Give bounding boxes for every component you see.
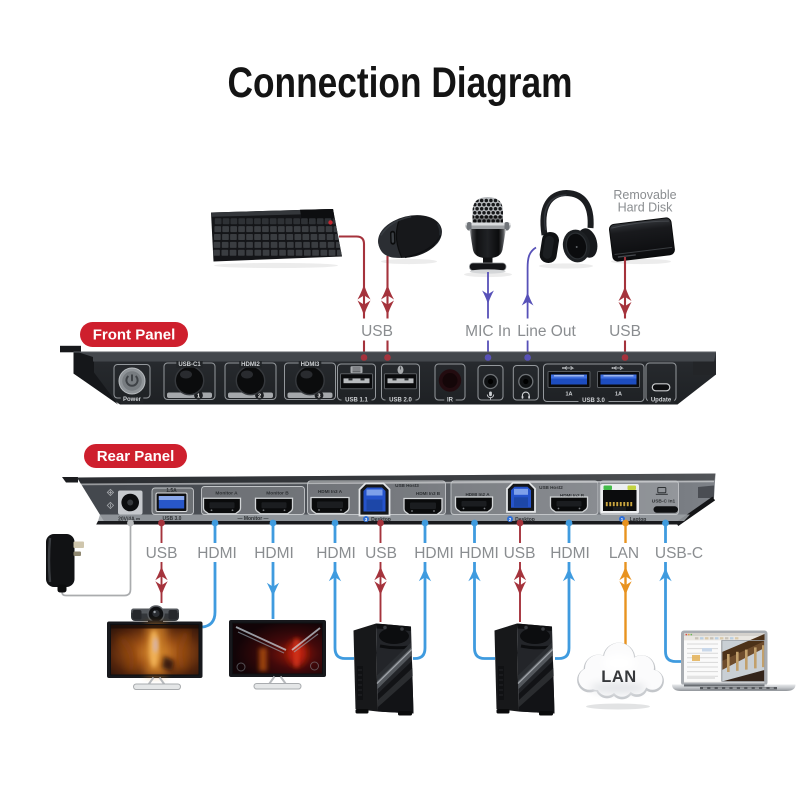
svg-text:USB Host2: USB Host2 [539,485,563,490]
svg-text:USB: USB [146,545,178,562]
svg-text:HDMI2: HDMI2 [241,362,260,368]
svg-text:HDMI: HDMI [316,545,356,562]
svg-text:USB-C: USB-C [655,545,703,562]
svg-text:1: 1 [621,517,624,522]
svg-text:1A: 1A [565,392,572,398]
svg-text:Update: Update [651,398,672,404]
svg-text:IR: IR [447,398,454,404]
svg-text:Laptop: Laptop [630,517,647,523]
svg-text:HDMI In3 B: HDMI In3 B [416,491,441,496]
svg-text:HDMI: HDMI [550,545,590,562]
svg-text:USB: USB [361,323,393,340]
svg-text:MIC In: MIC In [465,323,511,340]
svg-text:HDMI: HDMI [197,545,237,562]
svg-text:HDMI3: HDMI3 [301,362,320,368]
svg-text:Hard Disk: Hard Disk [618,201,674,215]
svg-text:1A: 1A [615,392,622,398]
svg-text:2: 2 [258,393,261,399]
svg-text:Monitor A: Monitor A [215,490,238,496]
svg-text:2: 2 [509,517,512,522]
svg-text:Rear Panel: Rear Panel [97,448,175,465]
svg-text:— Monitor —: — Monitor — [237,516,268,522]
svg-text:USB Host3: USB Host3 [395,483,419,488]
svg-text:1: 1 [197,393,200,399]
svg-text:Front Panel: Front Panel [93,327,176,344]
svg-text:Power: Power [123,397,142,403]
svg-text:Monitor B: Monitor B [266,490,289,496]
svg-text:LAN: LAN [609,545,639,562]
svg-text:USB-C In1: USB-C In1 [652,498,676,504]
svg-text:HDMI In3 A: HDMI In3 A [318,489,343,494]
svg-text:Connection Diagram: Connection Diagram [228,59,573,107]
svg-text:USB 2.0: USB 2.0 [389,398,412,404]
svg-text:Desktop: Desktop [515,517,535,523]
svg-text:HDMI: HDMI [254,545,294,562]
svg-text:HDMI In2 B: HDMI In2 B [560,493,585,498]
svg-text:USB: USB [365,545,397,562]
svg-text:20V/4A ⎓: 20V/4A ⎓ [118,516,140,522]
svg-text:Line Out: Line Out [517,323,576,340]
svg-text:1.5A: 1.5A [166,488,177,494]
svg-text:3: 3 [365,517,368,522]
svg-text:Removable: Removable [613,188,676,202]
svg-text:USB: USB [609,323,641,340]
svg-text:LAN: LAN [601,668,636,686]
svg-text:USB 3.0: USB 3.0 [163,516,182,522]
svg-text:HDMI: HDMI [459,545,499,562]
svg-text:USB-C1: USB-C1 [178,362,201,368]
svg-text:3: 3 [317,393,320,399]
svg-text:USB: USB [504,545,536,562]
svg-text:USB 1.1: USB 1.1 [345,398,368,404]
svg-text:USB 3.0: USB 3.0 [582,398,605,404]
svg-text:HDMI In2 A: HDMI In2 A [465,492,490,497]
svg-text:HDMI: HDMI [414,545,454,562]
